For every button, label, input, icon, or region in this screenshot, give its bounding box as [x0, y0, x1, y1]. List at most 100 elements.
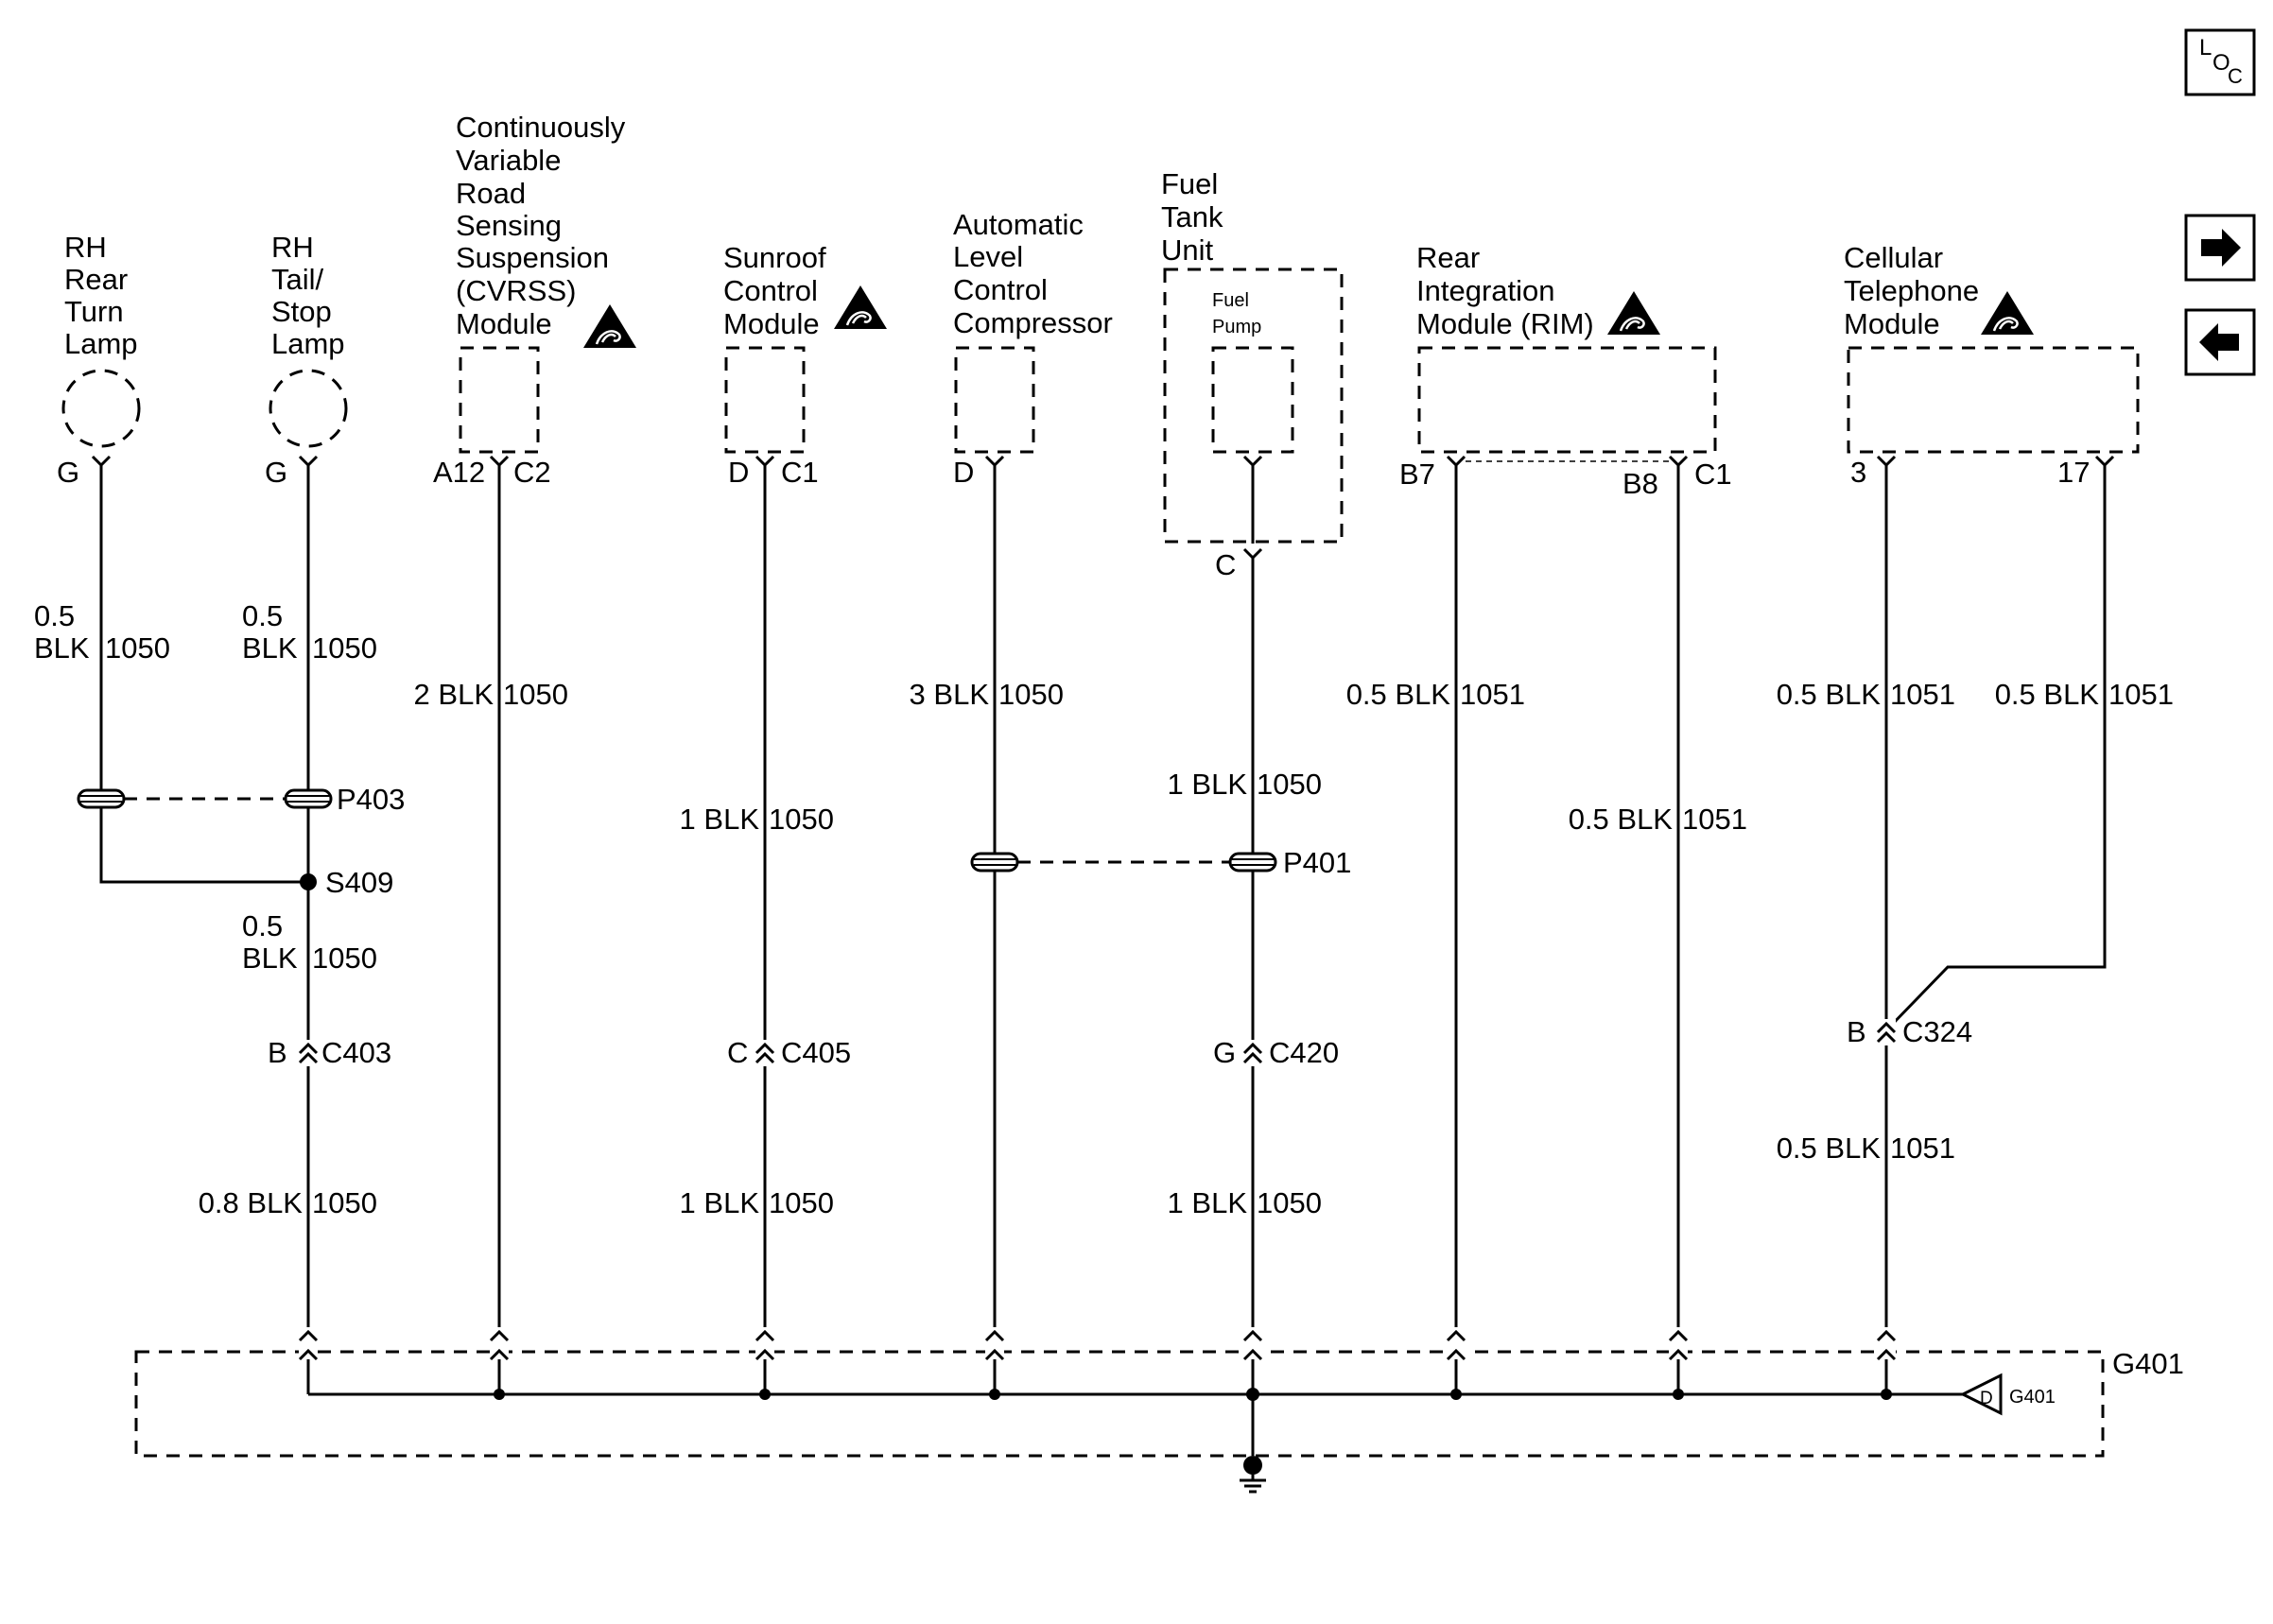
- wire-circuit: 1050: [312, 942, 377, 975]
- wire-label: 0.5 BLK: [1995, 678, 2100, 711]
- connector-c324: C324: [1902, 1015, 1972, 1048]
- pin-fork: [1876, 455, 1897, 476]
- pin-fork: [1668, 455, 1689, 476]
- ground-ref-letter: D: [1980, 1389, 1993, 1408]
- wire-circuit: 1051: [2108, 678, 2174, 711]
- wire-label: 1 BLK: [1168, 1186, 1248, 1219]
- fuel-pump-label: Fuel Pump: [1212, 290, 1261, 337]
- fuel-tank-unit-label: Fuel Tank Unit: [1161, 167, 1231, 267]
- pin-label: 3: [1850, 456, 1866, 489]
- pin-fork: [1446, 455, 1466, 476]
- alc-compressor-box: [954, 346, 1035, 454]
- wire-circuit: 1050: [1257, 1186, 1322, 1219]
- connector-pin: G: [1213, 1036, 1236, 1069]
- rim-box: [1417, 346, 1717, 454]
- rim-label: Rear Integration Module (RIM): [1416, 241, 1594, 340]
- chassis-ground-icon: [1240, 1456, 1266, 1494]
- pin-fork: [1242, 455, 1263, 476]
- pin-fork: [2094, 455, 2115, 476]
- pin-fork: [91, 455, 112, 476]
- wire-cell-17: [1887, 475, 2107, 1029]
- rh-rear-turn-lamp-label: RH Rear Turn Lamp: [64, 231, 138, 360]
- connector-pin: B: [1847, 1015, 1866, 1048]
- loc-letter: L: [2199, 35, 2212, 60]
- pin-label: D: [953, 456, 974, 489]
- rh-tail-stop-lamp-label: RH Tail/ Stop Lamp: [271, 231, 345, 360]
- wire-label: 1 BLK: [680, 803, 760, 836]
- pin-label: 17: [2057, 456, 2090, 489]
- pcb-connector-icon: [970, 852, 1019, 872]
- esd-warning-icon: [832, 284, 889, 331]
- wire-label: 0.5 BLK: [242, 909, 298, 975]
- esd-warning-icon: [1605, 289, 1662, 337]
- pin-label: G: [57, 456, 79, 489]
- wire-circuit: 1050: [312, 631, 377, 665]
- wire-circuit: 1050: [769, 1186, 834, 1219]
- wire-label: 0.5 BLK: [1569, 803, 1674, 836]
- arrow-left-icon: [2199, 323, 2239, 361]
- ground-connectors: [298, 1327, 1897, 1365]
- pin-fork: [489, 455, 510, 476]
- wire-label: 0.5 BLK: [242, 599, 298, 665]
- wire-label: 1 BLK: [680, 1186, 760, 1219]
- pin-fork: [984, 455, 1005, 476]
- pin-fork: [298, 455, 319, 476]
- back-button[interactable]: [2184, 308, 2256, 376]
- wire-label: 0.8 BLK: [199, 1186, 304, 1219]
- connector-pin: C: [727, 1036, 748, 1069]
- wire-label: 2 BLK: [414, 678, 495, 711]
- wire-label: 0.5 BLK: [1777, 1132, 1882, 1165]
- loc-letter: O: [2212, 50, 2230, 76]
- wire-circuit: 1050: [1257, 768, 1322, 801]
- alc-compressor-label: Automatic Level Control Compressor: [953, 208, 1113, 339]
- forward-button[interactable]: [2184, 214, 2256, 282]
- pcb-connector-icon: [77, 788, 126, 809]
- wire-circuit: 1050: [769, 803, 834, 836]
- location-button[interactable]: L O C: [2184, 28, 2256, 96]
- rh-rear-turn-lamp: [61, 369, 141, 448]
- ground-ref-label: G401: [2009, 1387, 2056, 1408]
- wire-label: 1 BLK: [1168, 768, 1248, 801]
- pin-label: A12: [433, 456, 485, 489]
- pcb-connector-icon: [1228, 852, 1277, 872]
- connector-c420: C420: [1269, 1036, 1339, 1069]
- wire-circuit: 1050: [503, 678, 568, 711]
- cvrss-module-label: Continuously Variable Road Sensing Suspe…: [456, 111, 633, 340]
- wire-circuit: 1050: [105, 631, 170, 665]
- loc-letter: C: [2228, 64, 2243, 88]
- pin-label: D: [728, 456, 749, 489]
- sunroof-module-box: [724, 346, 806, 454]
- pcb-connector-icon: [284, 788, 333, 809]
- fuel-pump-box: [1211, 346, 1294, 454]
- connector-p403: P403: [337, 783, 405, 816]
- cellular-module-label: Cellular Telephone Module: [1844, 241, 1987, 340]
- pin-label: C: [1215, 548, 1236, 581]
- splice-s409: [300, 873, 317, 890]
- wire-turn-lamp: [99, 475, 304, 884]
- wire-circuit: 1050: [998, 678, 1064, 711]
- ground-reference-icon: [1959, 1373, 2003, 1416]
- wire-circuit: 1050: [312, 1186, 377, 1219]
- pin-fork: [755, 455, 775, 476]
- rh-tail-stop-lamp: [269, 369, 348, 448]
- arrow-right-icon: [2201, 229, 2241, 267]
- cellular-module-box: [1847, 346, 2140, 454]
- wire-circuit: 1051: [1682, 803, 1747, 836]
- sunroof-module-label: Sunroof Control Module: [723, 241, 834, 340]
- pin-label: C2: [513, 456, 551, 489]
- wire-label: 0.5 BLK: [34, 599, 90, 665]
- pin-label: B7: [1399, 458, 1435, 491]
- ground-bus: [306, 1359, 1963, 1456]
- pin-label: B8: [1622, 467, 1658, 500]
- pin-fork: [1242, 547, 1263, 569]
- pin-label: G: [265, 456, 287, 489]
- connector-p401: P401: [1283, 846, 1351, 879]
- ground-label: G401: [2112, 1347, 2184, 1380]
- connector-c403: C403: [321, 1036, 391, 1069]
- wire-label: 0.5 BLK: [1346, 678, 1451, 711]
- connector-c405: C405: [781, 1036, 851, 1069]
- esd-warning-icon: [1979, 289, 2036, 337]
- fuel-tank-unit-box: [1163, 268, 1344, 544]
- wire-circuit: 1051: [1890, 678, 1955, 711]
